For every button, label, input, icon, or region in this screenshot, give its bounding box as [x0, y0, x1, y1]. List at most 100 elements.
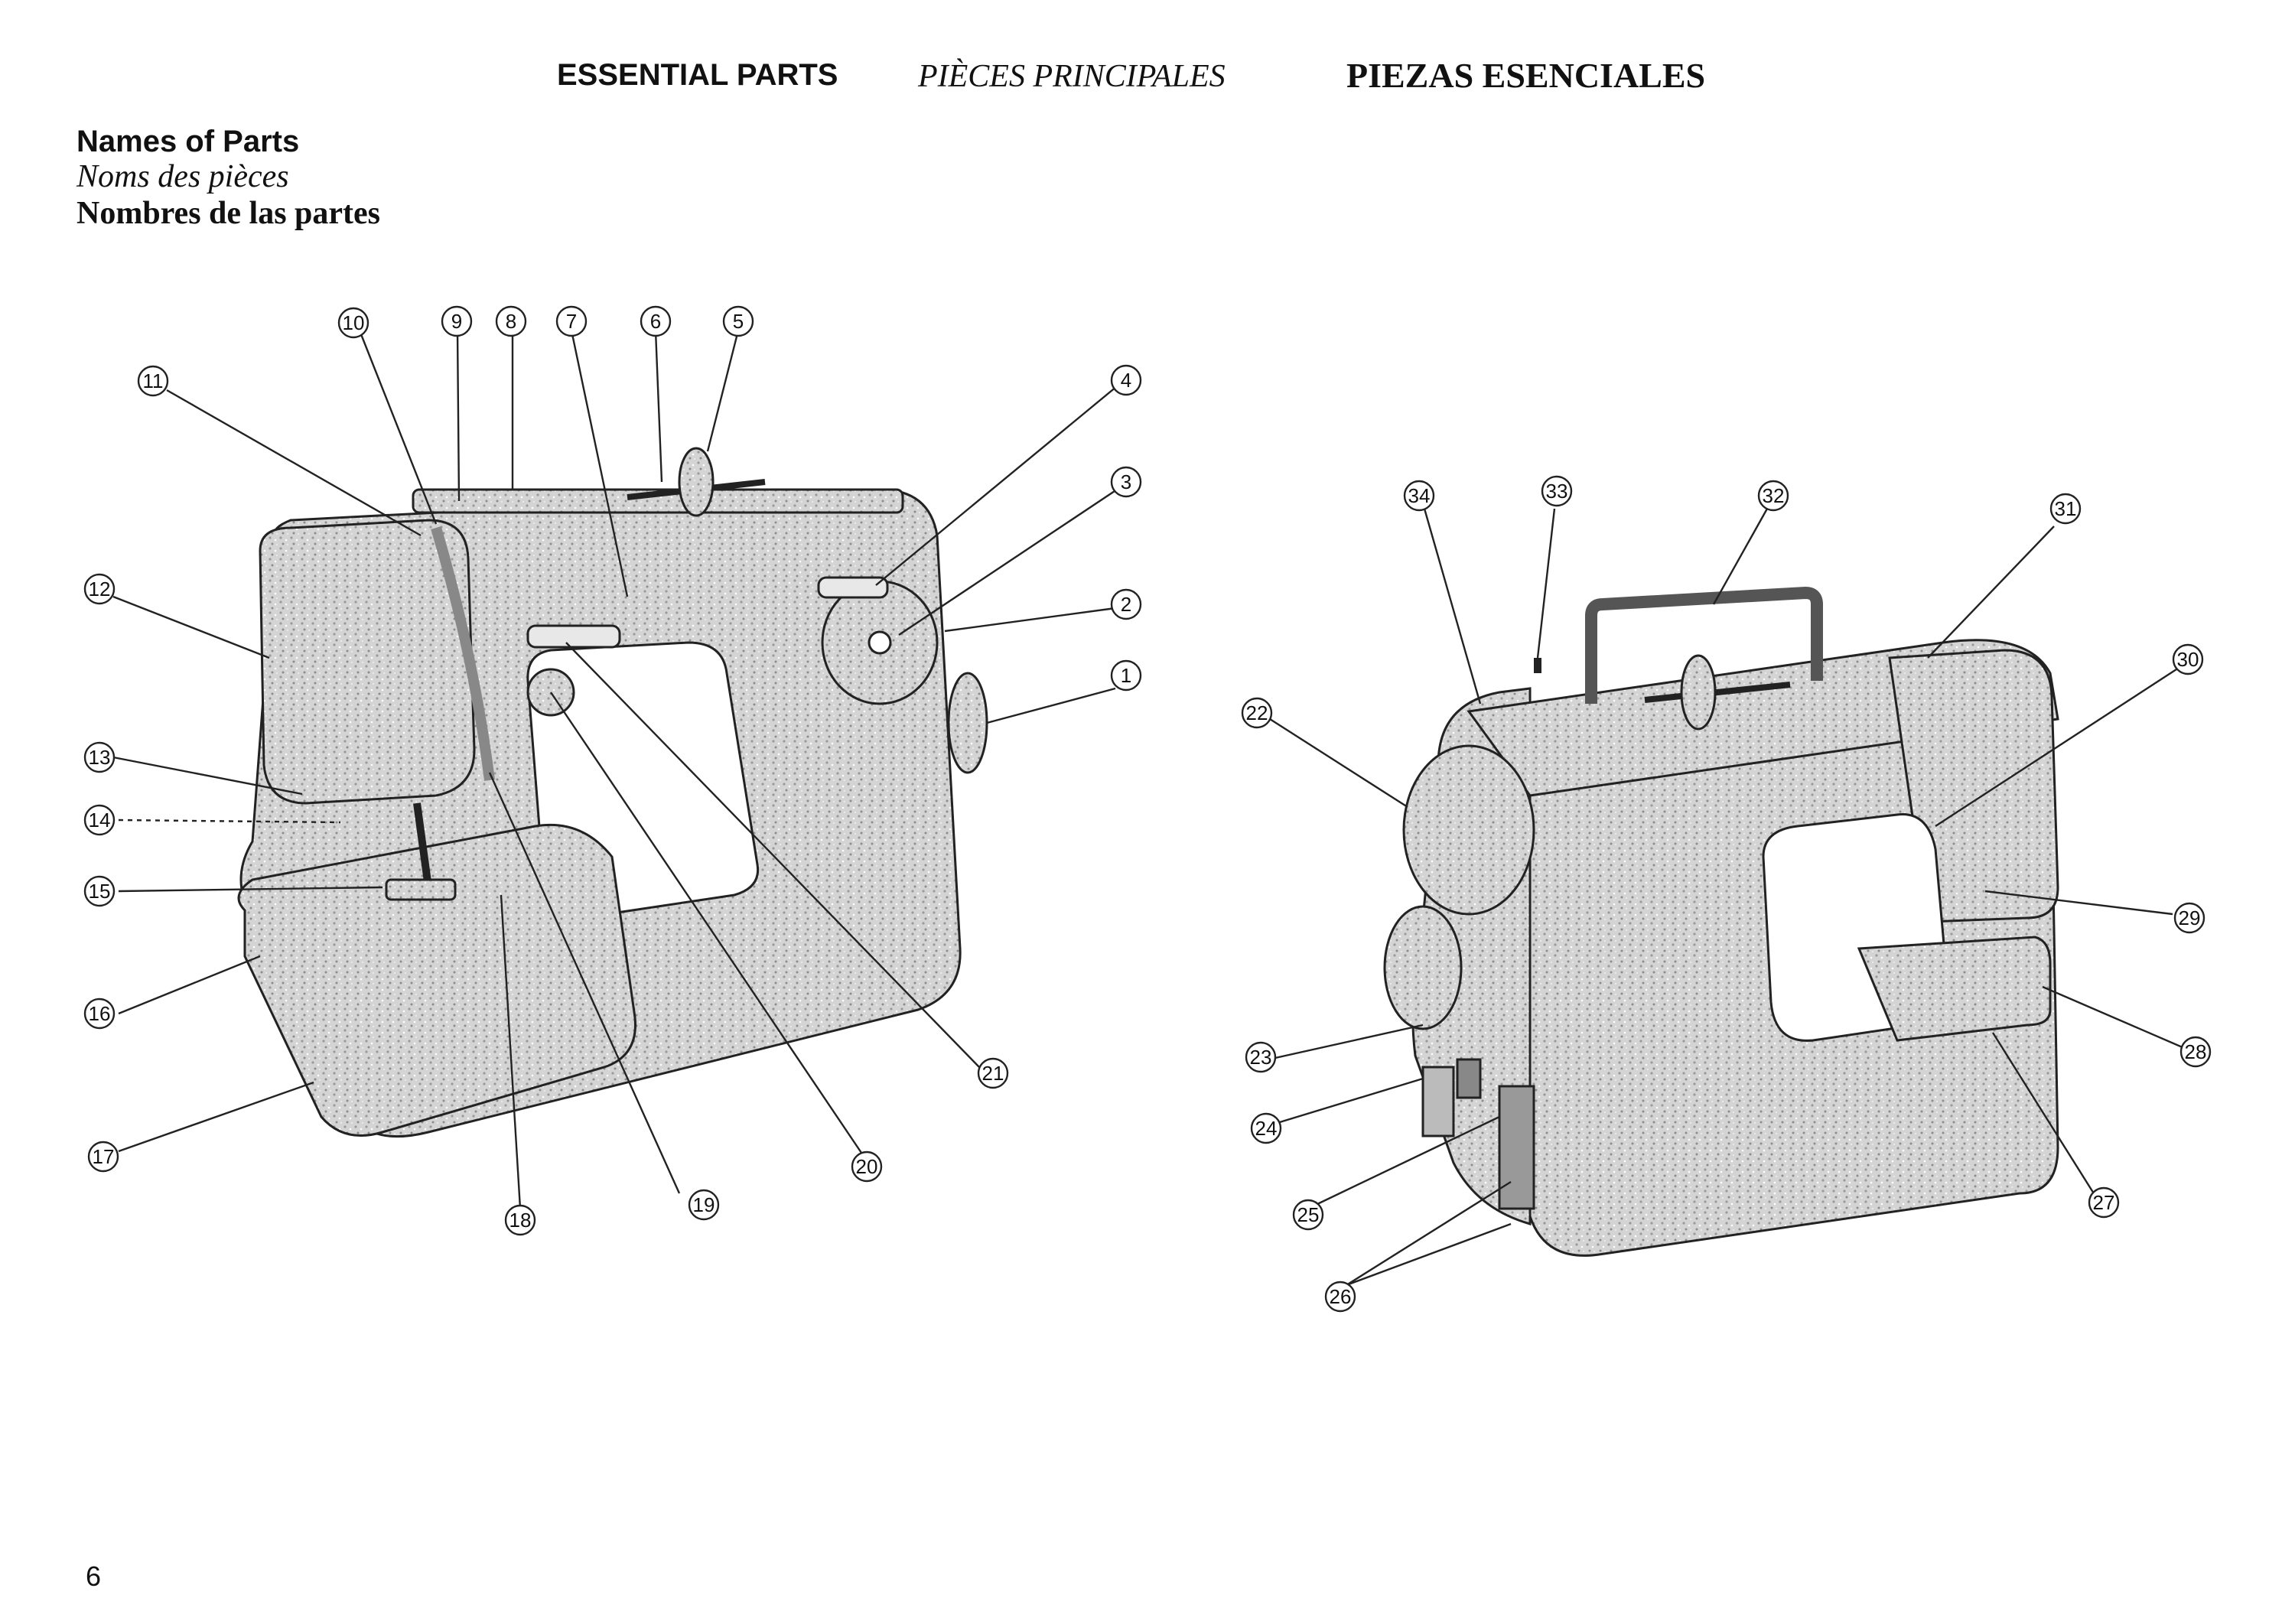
- callout-number: 12: [89, 578, 111, 600]
- callout-circle: [1110, 659, 1142, 692]
- callout-number: 2: [1121, 593, 1131, 616]
- callout-number: 3: [1121, 470, 1131, 493]
- callout-28: 28: [2179, 1036, 2212, 1068]
- names-of-parts-french: Noms des pièces: [76, 159, 289, 194]
- callout-circle: [1757, 480, 1789, 512]
- back-leader-lines: [1268, 508, 2185, 1287]
- back-spool-disc: [1680, 654, 1717, 731]
- back-spool-pin: [1644, 682, 1791, 703]
- callout-20: 20: [851, 1150, 883, 1183]
- callout-10: 10: [337, 307, 369, 339]
- callout-number: 11: [143, 369, 164, 392]
- callout-number: 34: [1408, 484, 1431, 507]
- callout-number: 23: [1250, 1046, 1272, 1069]
- callout-number: 17: [93, 1145, 115, 1168]
- callout-labels: 1234567891011121314151617181920212223242…: [83, 305, 2212, 1313]
- callout-12: 12: [83, 573, 116, 605]
- callout-circle: [137, 365, 169, 397]
- callout-circle: [722, 305, 754, 337]
- callout-circle: [441, 305, 473, 337]
- front-top-bar: [412, 488, 904, 514]
- callout-4: 4: [1110, 364, 1142, 396]
- callout-circle: [1241, 697, 1273, 729]
- callout-circle: [83, 573, 116, 605]
- callout-number: 24: [1255, 1117, 1278, 1140]
- callout-13: 13: [83, 741, 116, 773]
- callout-number: 7: [566, 310, 577, 333]
- front-handwheel: [947, 672, 988, 774]
- callout-17: 17: [87, 1141, 119, 1173]
- callout-circle: [1110, 466, 1142, 498]
- callout-circle: [1245, 1041, 1277, 1073]
- callout-circle: [2049, 493, 2082, 525]
- back-handwheel: [1402, 744, 1535, 916]
- callout-number: 10: [343, 311, 365, 334]
- callout-11: 11: [137, 365, 169, 397]
- callout-15: 15: [83, 875, 116, 907]
- callout-27: 27: [2088, 1186, 2120, 1219]
- callout-number: 26: [1330, 1285, 1352, 1308]
- callout-number: 9: [451, 310, 462, 333]
- callout-number: 16: [89, 1002, 111, 1025]
- callout-number: 29: [2179, 906, 2201, 929]
- back-socket: [1498, 1085, 1535, 1210]
- front-stitch-window-left: [526, 624, 621, 649]
- callout-9: 9: [441, 305, 473, 337]
- callout-1: 1: [1110, 659, 1142, 692]
- front-spool-disc: [678, 447, 715, 517]
- callout-8: 8: [495, 305, 527, 337]
- back-stitch-dial: [1383, 905, 1463, 1030]
- callout-number: 1: [1121, 664, 1131, 687]
- callout-14: 14: [83, 804, 116, 836]
- callout-25: 25: [1292, 1199, 1324, 1231]
- callout-16: 16: [83, 998, 116, 1030]
- callout-2: 2: [1110, 588, 1142, 620]
- names-of-parts-heading: Names of Parts Noms des pièces Nombres d…: [76, 124, 380, 233]
- callout-circle: [1250, 1112, 1282, 1144]
- back-view-machine: [1383, 586, 2059, 1257]
- back-vents: [1421, 1066, 1455, 1137]
- header-french: PIÈCES PRINCIPALES: [918, 59, 1226, 94]
- callout-circle: [2172, 643, 2204, 675]
- callout-21: 21: [977, 1057, 1009, 1089]
- callout-number: 15: [89, 880, 111, 903]
- front-presser-foot: [385, 878, 457, 901]
- callout-circle: [1324, 1281, 1356, 1313]
- callout-circle: [504, 1204, 536, 1236]
- callout-number: 31: [2055, 497, 2077, 520]
- callout-3: 3: [1110, 466, 1142, 498]
- callout-number: 27: [2093, 1191, 2115, 1214]
- callout-30: 30: [2172, 643, 2204, 675]
- front-needle-bar: [413, 802, 432, 888]
- names-of-parts-spanish: Nombres de las partes: [76, 196, 381, 231]
- callout-number: 30: [2177, 648, 2199, 671]
- callout-circle: [2179, 1036, 2212, 1068]
- callout-circle: [1541, 475, 1573, 507]
- front-view-machine: [237, 447, 988, 1138]
- callout-circle: [1292, 1199, 1324, 1231]
- callout-number: 33: [1546, 480, 1568, 503]
- callout-32: 32: [1757, 480, 1789, 512]
- callout-number: 4: [1121, 369, 1131, 392]
- callout-6: 6: [640, 305, 672, 337]
- page-number: 6: [86, 1561, 102, 1592]
- callout-number: 5: [733, 310, 744, 333]
- callout-circle: [1110, 364, 1142, 396]
- callout-circle: [555, 305, 588, 337]
- callout-29: 29: [2173, 902, 2205, 934]
- callout-circle: [2173, 902, 2205, 934]
- callout-circle: [83, 875, 116, 907]
- names-of-parts-english: Names of Parts: [76, 125, 300, 158]
- callout-number: 32: [1763, 484, 1785, 507]
- back-power-switch: [1456, 1058, 1482, 1099]
- back-handle: [1585, 586, 1823, 704]
- front-head: [259, 519, 476, 805]
- front-leader-lines: [112, 330, 1118, 1209]
- callout-circle: [1403, 480, 1435, 512]
- callout-23: 23: [1245, 1041, 1277, 1073]
- header-spanish: PIEZAS ESENCIALES: [1346, 56, 1706, 95]
- callout-number: 28: [2185, 1040, 2207, 1063]
- callout-number: 19: [693, 1193, 715, 1216]
- callout-circle: [977, 1057, 1009, 1089]
